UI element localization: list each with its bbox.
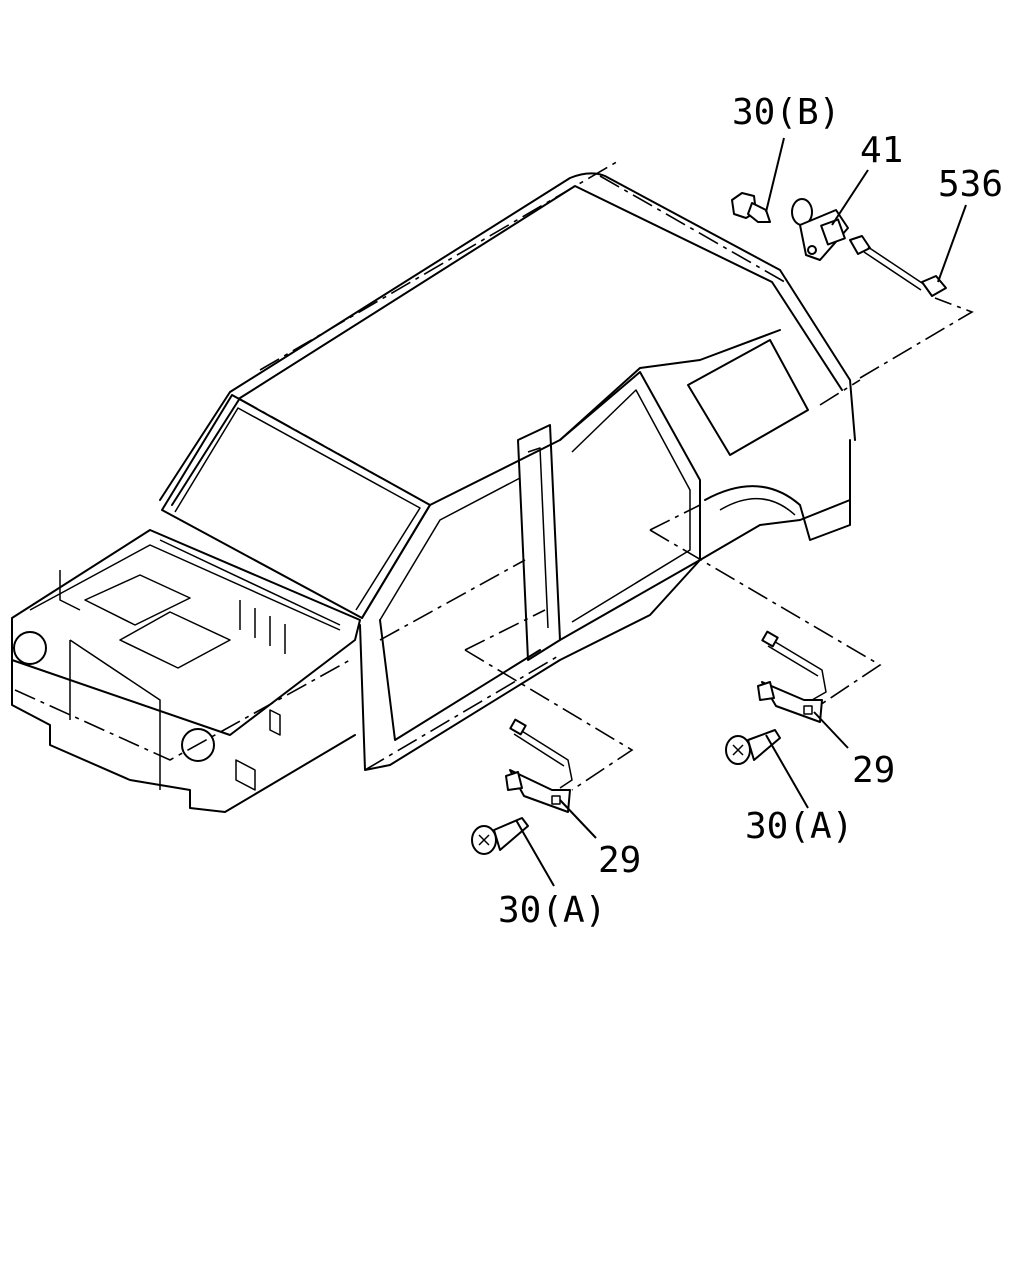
label-41: 41 — [860, 130, 903, 171]
vehicle-body-shell — [11, 159, 856, 813]
door-switch-29-left — [505, 718, 573, 813]
screw-30a-left — [471, 817, 529, 855]
label-29-left: 29 — [598, 840, 641, 881]
door-switch-29-right — [757, 630, 827, 723]
screw-30a-right — [725, 729, 781, 765]
label-30a-right: 30(A) — [745, 806, 853, 847]
label-536: 536 — [938, 164, 1003, 205]
lamp-socket-41 — [791, 198, 849, 261]
label-29-right: 29 — [852, 750, 895, 791]
label-30a-left: 30(A) — [498, 890, 606, 931]
label-leader-lines — [515, 137, 967, 887]
callout-leaders — [464, 297, 974, 791]
bolt-30b — [731, 192, 771, 223]
label-30b: 30(B) — [732, 92, 840, 133]
wiring-harness-536 — [849, 235, 947, 297]
